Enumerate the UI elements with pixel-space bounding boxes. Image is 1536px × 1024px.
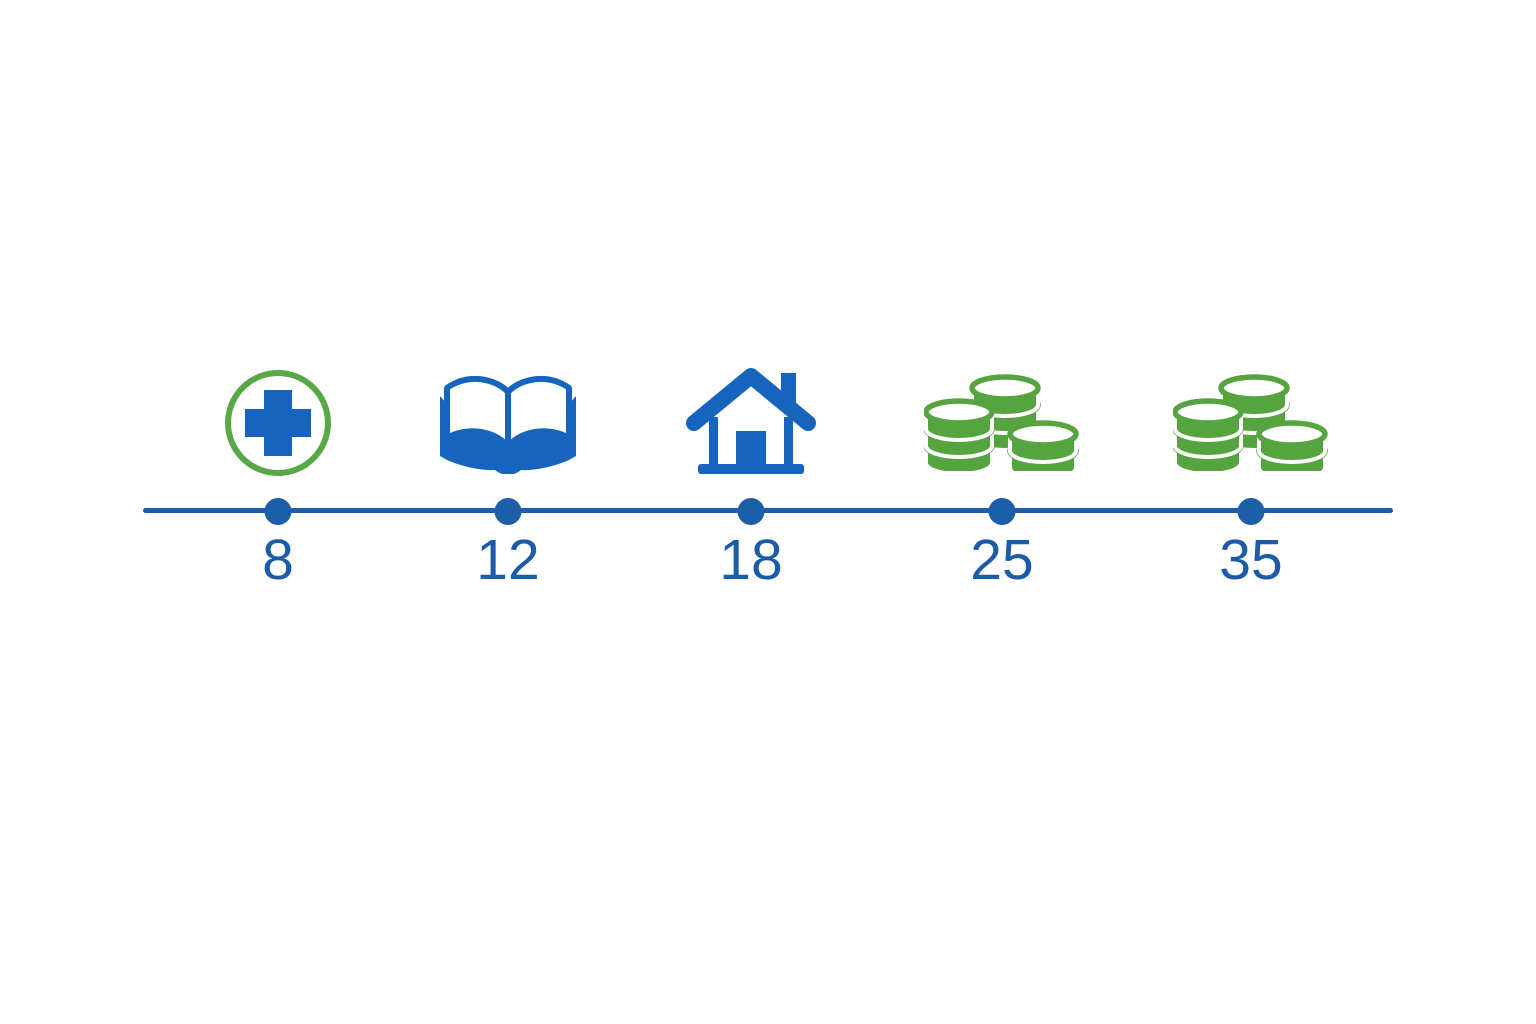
house-icon: [684, 367, 818, 474]
timeline-dot: [1237, 498, 1265, 525]
milestone-value-label: 25: [970, 528, 1034, 592]
milestone-value-label: 12: [476, 528, 540, 592]
coin-stack-icon: [1172, 371, 1329, 481]
timeline-dot: [737, 498, 765, 525]
timeline-dot: [988, 498, 1016, 525]
medical-cross-icon: [223, 368, 333, 478]
milestone-value-label: 35: [1219, 528, 1283, 592]
timeline-dot: [494, 498, 522, 525]
milestone-value-label: 18: [719, 528, 783, 592]
timeline-line: [143, 508, 1393, 513]
timeline-dot: [264, 498, 292, 525]
open-book-icon: [435, 375, 581, 475]
coin-stack-icon: [923, 371, 1080, 481]
milestone-value-label: 8: [262, 528, 294, 592]
